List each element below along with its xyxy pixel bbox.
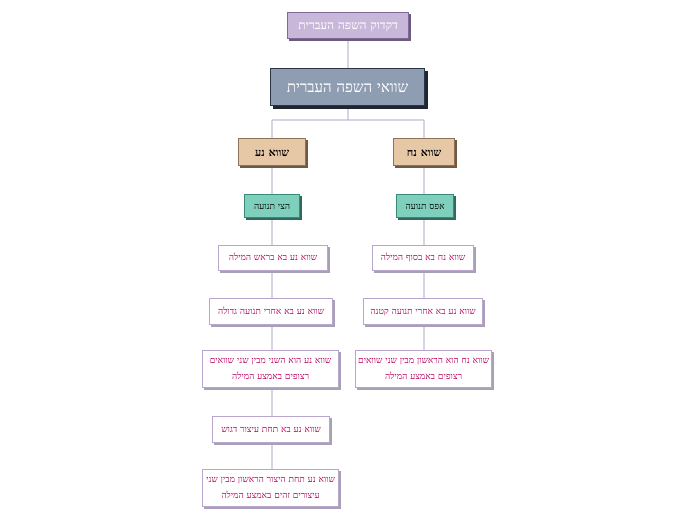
rule-text: שווא נע בא אחרי תנועה קטנה — [370, 306, 476, 317]
rule-node-right-2[interactable]: שווא נע בא אחרי תנועה קטנה — [363, 298, 483, 325]
rule-text: שווא נח בא בסוף המילה — [380, 253, 466, 263]
branch-node-shva-na[interactable]: שווא נע — [238, 138, 306, 166]
main-topic-node[interactable]: שוואי השפה העברית — [270, 68, 425, 106]
rule-text: שווא נע בא אחרי תנועה גדולה — [218, 306, 324, 317]
branch-node-shva-nah[interactable]: שווא נח — [393, 138, 455, 166]
root-node-label: דקדוק השפה העברית — [298, 18, 398, 32]
category-label: הצי תנועה — [253, 201, 291, 212]
category-node-zero-vowel[interactable]: אפס תנועה — [396, 194, 454, 218]
rule-text: שווא נע הוא השני מבין שני שוואים רצופים … — [209, 356, 332, 382]
rule-text: שווא נע בא בראש המילה — [228, 253, 318, 263]
rule-node-right-1[interactable]: שווא נח בא בסוף המילה — [372, 245, 474, 271]
rule-text: שווא נע תחת היצור הראשון מבין שני עיצורי… — [206, 475, 335, 501]
rule-node-left-3[interactable]: שווא נע הוא השני מבין שני שוואים רצופים … — [202, 350, 339, 388]
rule-text: שווא נע בא תחת עיצור דגוש — [221, 424, 321, 435]
category-node-half-vowel[interactable]: הצי תנועה — [244, 194, 300, 218]
rule-node-left-1[interactable]: שווא נע בא בראש המילה — [218, 245, 328, 271]
rule-node-right-3[interactable]: שווא נח הוא הראשון מבין שני שוואים רצופי… — [355, 350, 492, 388]
rule-node-left-2[interactable]: שווא נע בא אחרי תנועה גדולה — [209, 298, 333, 325]
category-label: אפס תנועה — [405, 201, 445, 212]
branch-label: שווא נח — [406, 145, 442, 159]
rule-node-left-5[interactable]: שווא נע תחת היצור הראשון מבין שני עיצורי… — [202, 469, 339, 507]
root-node[interactable]: דקדוק השפה העברית — [287, 12, 409, 39]
branch-label: שווא נע — [254, 145, 290, 159]
rule-node-left-4[interactable]: שווא נע בא תחת עיצור דגוש — [212, 416, 330, 443]
main-topic-label: שוואי השפה העברית — [286, 77, 409, 96]
rule-text: שווא נח הוא הראשון מבין שני שוואים רצופי… — [358, 356, 489, 382]
